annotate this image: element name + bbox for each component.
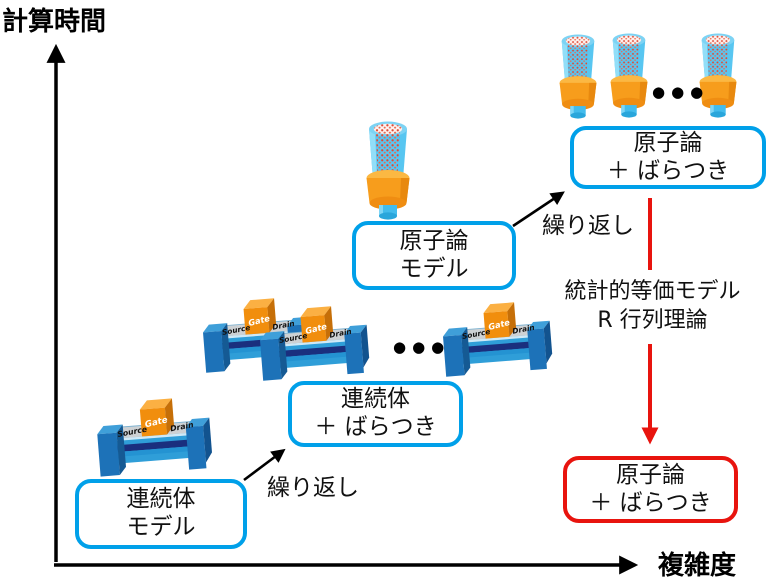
- statistical-model-line2: R 行列理論: [597, 308, 708, 334]
- box-continuum-model: 連続体 モデル: [75, 479, 247, 549]
- y-axis-arrow: [46, 43, 66, 562]
- y-axis-label: 計算時間: [2, 7, 107, 37]
- box-atomistic-variability: 原子論 ＋ ばらつき: [570, 126, 766, 189]
- box-atomistic-model-line2: モデル: [399, 255, 469, 282]
- ellipsis-nanowires: ●●●: [652, 83, 710, 101]
- box-atomistic-variability-line1: 原子論: [633, 129, 703, 156]
- x-axis-label: 複雑度: [658, 551, 737, 579]
- repeat-label-lower: 繰り返し: [267, 475, 359, 501]
- drain-label: Drain: [512, 323, 536, 336]
- arrow-repeat-upper: [512, 191, 565, 228]
- box-atomistic-variability-result-line2: ＋ ばらつき: [589, 489, 712, 516]
- drain-label: Drain: [272, 319, 296, 332]
- transistor-illustration-single: Source Drain Gate: [97, 398, 212, 477]
- x-axis-arrow: [54, 555, 639, 575]
- box-continuum-variability-line1: 連続体: [341, 386, 410, 413]
- nanowire-illustration-1: [559, 34, 597, 119]
- transistor-illustration-c: Source Drain Gate: [443, 302, 553, 377]
- box-continuum-model-line2: モデル: [126, 514, 196, 540]
- nanowire-illustration-single: [366, 121, 410, 220]
- box-atomistic-variability-result-line1: 原子論: [616, 461, 685, 488]
- nanowire-illustration-3: [699, 33, 737, 118]
- repeat-label-upper: 繰り返し: [542, 213, 634, 239]
- statistical-model-label: 統計的等価モデル R 行列理論: [545, 277, 760, 335]
- box-atomistic-variability-line2: ＋ ばらつき: [606, 157, 730, 184]
- drain-label: Drain: [329, 327, 353, 340]
- arrow-repeat-lower: [243, 448, 286, 482]
- nanowire-illustration-2: [610, 33, 648, 118]
- box-atomistic-model-line1: 原子論: [399, 227, 469, 254]
- box-continuum-variability-line2: ＋ ばらつき: [314, 414, 437, 440]
- ellipsis-devices: ●●●: [393, 338, 451, 356]
- statistical-model-line1: 統計的等価モデル: [564, 279, 741, 304]
- box-atomistic-model: 原子論 モデル: [352, 221, 516, 290]
- box-atomistic-variability-result: 原子論 ＋ ばらつき: [563, 456, 738, 523]
- box-continuum-variability: 連続体 ＋ ばらつき: [288, 381, 463, 447]
- box-continuum-model-line1: 連続体: [126, 486, 196, 513]
- arrow-statistical-model: [641, 198, 659, 445]
- transistor-illustration-b: Source Drain Gate: [260, 306, 370, 381]
- drain-label: Drain: [169, 420, 194, 433]
